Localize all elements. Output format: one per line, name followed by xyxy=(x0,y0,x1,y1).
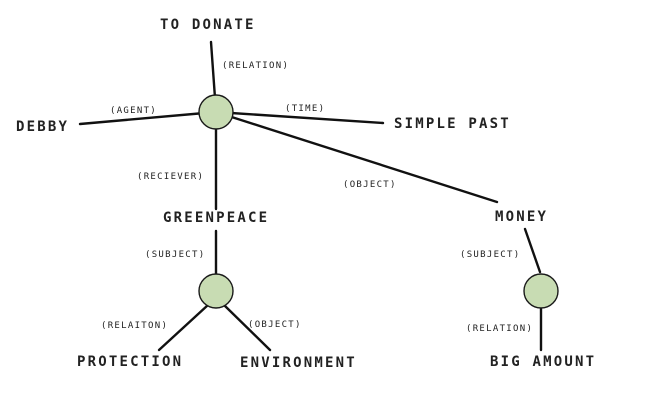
edge-subject-node-protection xyxy=(157,303,210,352)
label-big-amount: BIG AMOUNT xyxy=(490,354,596,370)
greenpeace-subject-node xyxy=(198,273,234,309)
relation-label-relaiton: (RELAITON) xyxy=(101,321,168,331)
relation-label-time: (TIME) xyxy=(285,104,325,114)
label-money: MONEY xyxy=(495,209,548,225)
label-debby: DEBBY xyxy=(16,119,69,135)
relation-label-subject-left: (SUBJECT) xyxy=(145,250,205,260)
relation-label-relation-right: (RELATION) xyxy=(466,324,533,334)
label-simple-past: SIMPLE PAST xyxy=(394,116,511,132)
relation-label-subject-right: (SUBJECT) xyxy=(460,250,520,260)
relation-label-relation-top: (RELATION) xyxy=(222,61,289,71)
edge-subject-node-environment xyxy=(222,303,272,352)
label-protection: PROTECTION xyxy=(77,354,183,370)
center-node xyxy=(198,94,234,130)
edge-center-debby xyxy=(78,110,218,126)
edge-money-subject-node xyxy=(523,227,542,274)
relation-labels: (RELATION) (AGENT) (TIME) (RECIEVER) (OB… xyxy=(101,61,533,334)
edges xyxy=(78,40,543,352)
edge-center-money xyxy=(214,110,499,204)
label-greenpeace: GREENPEACE xyxy=(163,210,269,226)
relation-label-reciever: (RECIEVER) xyxy=(137,172,204,182)
edge-center-simple-past xyxy=(214,110,385,125)
money-subject-node xyxy=(523,273,559,309)
main-labels: TO DONATE DEBBY SIMPLE PAST GREENPEACE M… xyxy=(16,17,596,371)
label-environment: ENVIRONMENT xyxy=(240,355,357,371)
nodes-group xyxy=(198,94,559,309)
label-to-donate: TO DONATE xyxy=(160,17,256,33)
relation-label-object-left: (OBJECT) xyxy=(248,320,302,330)
relation-label-agent: (AGENT) xyxy=(110,106,157,116)
relation-label-object-top: (OBJECT) xyxy=(343,180,397,190)
